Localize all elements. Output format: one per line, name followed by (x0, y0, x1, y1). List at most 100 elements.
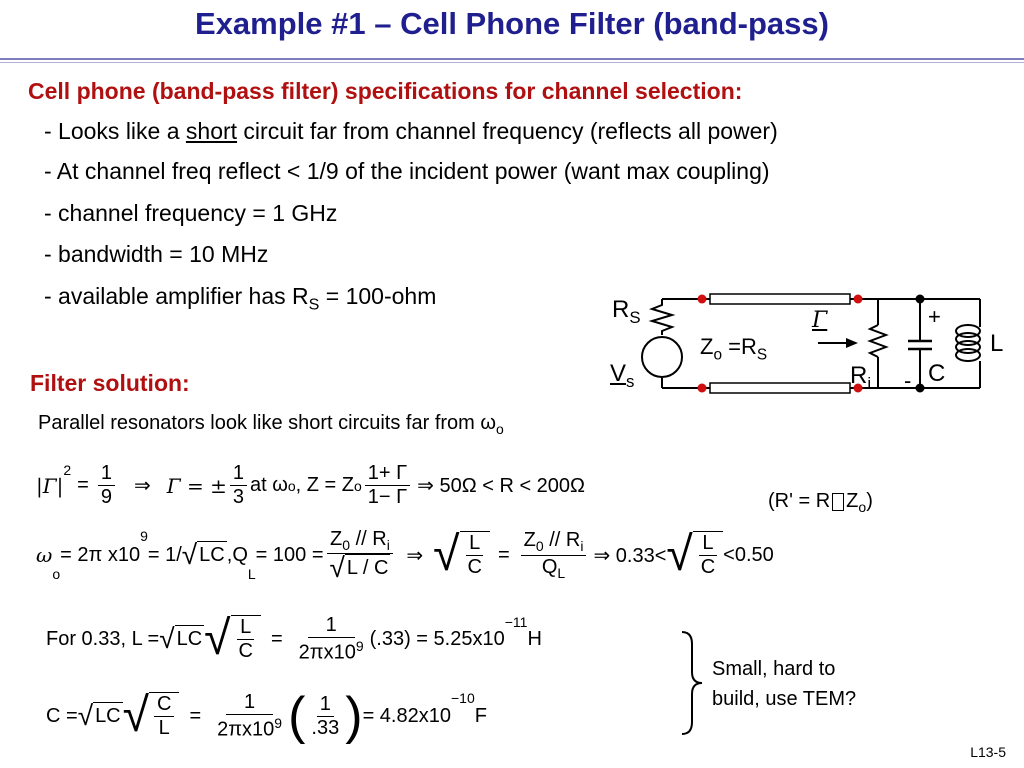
inductance-value: (.33) = 5.25x10 (369, 627, 505, 650)
node-dot (915, 383, 925, 393)
sqrt-lc: √LC (159, 625, 205, 653)
fraction: 1.33 (308, 693, 342, 740)
equals-sign: = (189, 704, 202, 727)
side-note-line1: Small, hard to (712, 658, 836, 680)
parallel-text: // R (543, 529, 581, 552)
at-text: at ω (249, 474, 288, 496)
numerator: Z0 // Ri (520, 529, 587, 556)
radicand: LC (174, 625, 205, 653)
equals-sign: = (77, 474, 89, 496)
fraction: Z0 // Ri QL (520, 529, 587, 581)
inductor-coil (955, 340, 981, 354)
title-rule (0, 58, 1024, 60)
q-symbol: Q (232, 543, 248, 566)
side-note-line2: build, use TEM? (712, 688, 857, 710)
radical-sign: √ (329, 552, 345, 584)
fraction: Z0 // Ri √L / C (327, 528, 394, 582)
numerator: Z0 // Ri (327, 528, 393, 555)
comma: , (226, 543, 233, 566)
for-text: For 0.33, L = (46, 627, 160, 650)
capacitance-value: = 4.82x10 (362, 704, 451, 727)
voltage-source (641, 336, 683, 378)
superscript: −10 (450, 690, 475, 706)
node-dot (915, 294, 925, 304)
subscript: o (353, 477, 362, 494)
label-text: R (612, 296, 630, 323)
equals-text: = 1/ (147, 543, 182, 566)
denominator: 1− Γ (367, 486, 408, 508)
unit-henry: H (527, 627, 542, 650)
denominator: 2πx109 (214, 715, 285, 742)
implies-symbol: ⇒ (133, 475, 151, 497)
gamma-label: Γ (812, 308, 828, 333)
radicand: LC (93, 702, 123, 730)
bullet-text: = 100-ohm (319, 283, 437, 309)
ri-label: Ri (850, 362, 871, 394)
load-resistor (867, 324, 889, 358)
range-text: <0.50 (723, 543, 774, 566)
curly-brace (681, 631, 703, 735)
subscript: o (52, 566, 61, 583)
superscript: 2 (63, 462, 72, 478)
subscript: s (626, 371, 635, 391)
z-text: Z (523, 529, 536, 552)
denominator: L (158, 717, 170, 739)
radicand: L / C (344, 554, 391, 582)
note-text: ) (866, 490, 873, 512)
denominator: .33 (311, 716, 340, 739)
gamma-expression: Γ = ± (166, 473, 227, 498)
subscript: i (386, 537, 390, 553)
label-text: Z (700, 334, 714, 359)
slide-number: L13-5 (970, 744, 1006, 760)
range-text: ⇒ 0.33< (593, 544, 667, 567)
subscript: o (496, 421, 504, 437)
sqrt-lc: √LC (78, 702, 123, 730)
note-text: (R' = R (768, 490, 831, 512)
body-text: Parallel resonators look like short circ… (38, 412, 496, 434)
slide-title: Example #1 – Cell Phone Filter (band-pas… (195, 6, 829, 41)
sqrt-l-over-c: √L / C (330, 554, 391, 582)
label-text: R (850, 362, 868, 389)
q-text: Q (541, 555, 558, 578)
numerator: 1 (226, 691, 274, 715)
superscript: −11 (504, 614, 528, 630)
subscript: o (713, 346, 723, 364)
port-dot (697, 383, 707, 393)
bullet-frequency: - channel frequency = 1 GHz (44, 200, 338, 226)
subscript: S (308, 295, 320, 314)
subscript: o (287, 477, 296, 494)
denominator: √L / C (327, 554, 394, 582)
capacitor-label: C (928, 360, 946, 387)
note-text: Z (846, 490, 859, 512)
denominator: 2πx109 (296, 638, 367, 665)
subscript: 0 (342, 537, 351, 553)
z-text: Z (330, 528, 343, 550)
equals-sign: = (497, 543, 510, 566)
superscript: 9 (140, 528, 148, 544)
denominator: QL (539, 556, 568, 581)
bullet-text: - Looks like a (44, 118, 186, 144)
solution-heading: Filter solution: (30, 370, 190, 396)
subscript: o (858, 499, 867, 515)
numerator: 1+ Γ (364, 462, 411, 486)
equals-sign: = (270, 627, 283, 650)
denominator-text: 2πx10 (217, 718, 275, 741)
radical-sign: √ (204, 612, 231, 666)
denominator: 3 (232, 486, 244, 508)
radical-sign: √ (77, 700, 94, 731)
bullet-text: - available amplifier has R (44, 283, 309, 309)
transmission-line-bottom (709, 382, 851, 394)
note-r-prime: (R' = R Zo) (768, 490, 873, 515)
rs-label: RS (612, 296, 641, 328)
c-text: C = (46, 704, 78, 727)
superscript: 9 (355, 638, 364, 654)
numerator: 1 (97, 462, 115, 486)
